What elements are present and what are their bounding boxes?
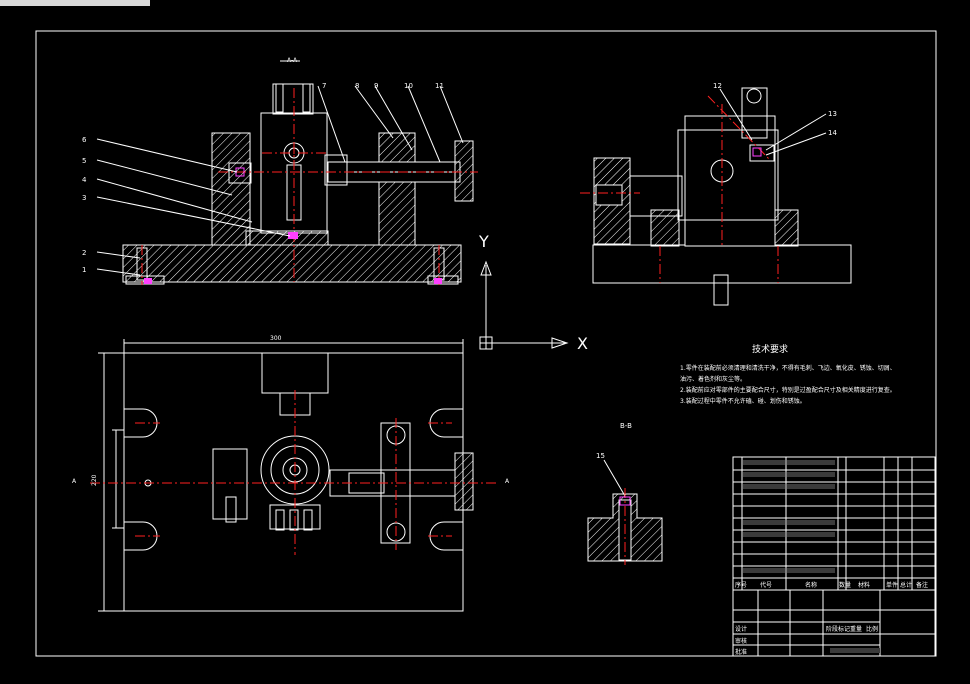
front-section-view	[122, 83, 474, 285]
ucs-axes	[479, 260, 569, 350]
callout-15: 15	[596, 452, 605, 460]
tb-header-material: 材料	[858, 581, 870, 589]
title-block-header: 序号 代号 名称 数量 材料 单件 总计 备注 设计 审核 批准 阶段标记 重量…	[735, 581, 928, 656]
callout-7: 7	[322, 82, 326, 90]
tb-header-qty: 数量	[839, 581, 851, 589]
tb-check-label: 审核	[735, 637, 747, 645]
tb-header-unit: 单件	[886, 581, 898, 589]
tb-scale-label: 比例	[866, 625, 878, 633]
tech-req-line-4: 3.装配过程中零件不允许磕、碰、划伤和锈蚀。	[680, 397, 806, 405]
tb-header-code: 代号	[760, 581, 772, 589]
callout-labels: 1 2 3 4 5 6 7 8 9 10 11 12 13 14 15 A-A	[82, 57, 837, 460]
tb-stage-label: 阶段标记	[826, 625, 850, 633]
front-section-label: A-A	[287, 57, 298, 64]
plan-section-mark-right: A	[505, 478, 510, 485]
tb-approve-label: 批准	[735, 648, 747, 656]
tech-req-line-1: 1.零件在装配前必须清理和清洗干净，不得有毛刺、飞边、氧化皮、锈蚀、切屑、	[680, 364, 896, 372]
tech-req-title: 技术要求	[752, 343, 788, 355]
tb-header-total: 总计	[900, 581, 912, 589]
callout-9: 9	[374, 82, 378, 90]
callout-10: 10	[404, 82, 413, 90]
title-block	[732, 456, 936, 657]
plan-center-lines	[90, 390, 496, 555]
callout-2: 2	[82, 249, 86, 257]
x-axis-label: X	[577, 334, 588, 353]
front-leader-lines	[96, 60, 464, 276]
callout-13: 13	[828, 110, 837, 118]
tech-requirements: 技术要求 1.零件在装配前必须清理和清洗干净，不得有毛刺、飞边、氧化皮、锈蚀、切…	[680, 343, 896, 405]
tech-req-line-2: 油污、着色剂和灰尘等。	[680, 375, 746, 383]
plan-height-dimension: 220	[91, 474, 98, 486]
plan-width-dimension: 300	[270, 335, 282, 342]
detail-section-label: B-B	[620, 422, 632, 430]
detail-highlight	[619, 496, 631, 506]
tb-header-no: 序号	[735, 581, 747, 589]
tech-req-line-3: 2.装配前应对零部件的主要配合尺寸，特别是过盈配合尺寸及相关精度进行复查。	[680, 386, 896, 394]
callout-8: 8	[355, 82, 359, 90]
side-center-lines	[580, 95, 779, 283]
window-title-bar	[0, 0, 150, 6]
side-view	[592, 87, 852, 306]
callout-6: 6	[82, 136, 87, 144]
side-highlight	[752, 147, 762, 157]
side-leader-lines	[719, 88, 827, 156]
tb-header-name: 名称	[805, 581, 817, 589]
drawing-border	[35, 30, 937, 657]
tb-weight-label: 重量	[850, 625, 862, 633]
callout-12: 12	[713, 82, 722, 90]
plan-view	[98, 339, 474, 612]
callout-3: 3	[82, 194, 86, 202]
callout-4: 4	[82, 176, 87, 184]
callout-11: 11	[435, 82, 444, 90]
tb-design-label: 设计	[735, 625, 747, 633]
bom-highlights	[743, 460, 880, 653]
tb-header-remark: 备注	[916, 581, 928, 589]
y-axis-label: Y	[478, 232, 489, 251]
plan-section-mark-left: A	[72, 478, 77, 485]
front-center-lines	[141, 88, 478, 285]
callout-14: 14	[828, 129, 837, 137]
callout-1: 1	[82, 266, 86, 274]
callout-5: 5	[82, 157, 86, 165]
